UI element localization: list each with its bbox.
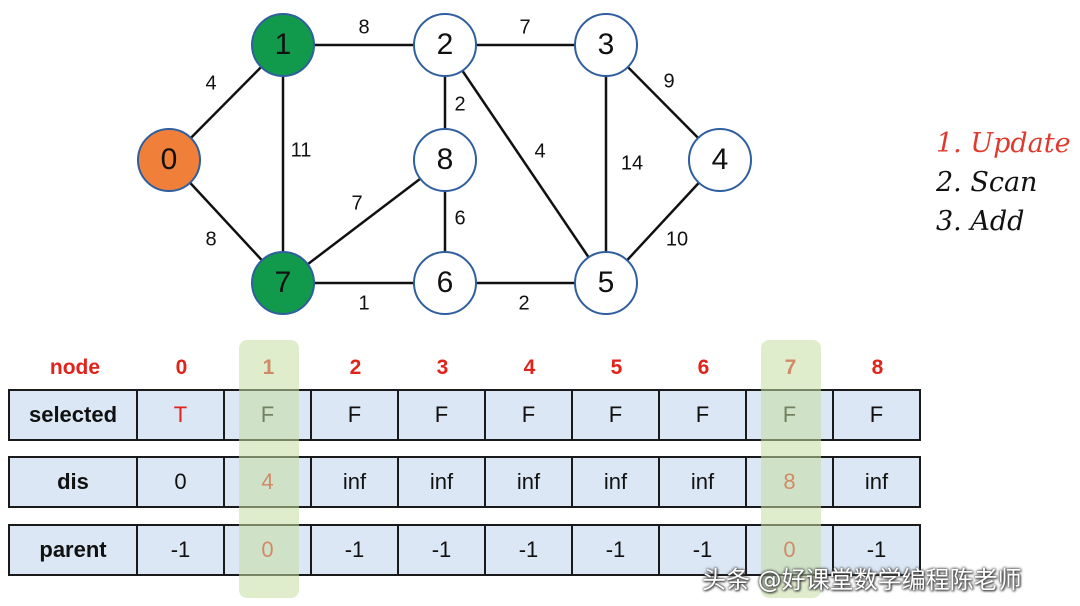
node-label-6: 6	[437, 266, 454, 299]
cell-selected-8: F	[832, 389, 921, 441]
cell-dis-2: inf	[310, 456, 399, 508]
node-label-1: 1	[275, 28, 292, 61]
edge-weight-2-5: 4	[534, 140, 545, 162]
node-circle-3	[574, 13, 638, 77]
node-label-7: 7	[275, 266, 292, 299]
header-node-3: 3	[436, 356, 449, 379]
graph-node-6: 6	[413, 251, 477, 315]
header-node-6: 6	[697, 356, 710, 379]
edge-weight-6-8: 6	[454, 207, 465, 229]
edge-weight-1-7: 11	[291, 139, 312, 161]
cell-parent-2: -1	[310, 524, 399, 576]
highlight-column-1	[238, 340, 299, 598]
graph-node-4: 4	[688, 128, 752, 192]
node-label-3: 3	[598, 28, 615, 61]
node-circle-2	[413, 13, 477, 77]
node-label-5: 5	[598, 266, 615, 299]
header-node-0: 0	[175, 356, 188, 379]
graph-node-7: 7	[251, 251, 315, 315]
cell-parent-6: -1	[658, 524, 747, 576]
graph-node-1: 1	[251, 13, 315, 77]
header-node-8: 8	[871, 356, 884, 379]
header-node-2: 2	[349, 356, 362, 379]
cell-selected-4: F	[484, 389, 573, 441]
cell-dis-0: 0	[136, 456, 225, 508]
cell-dis-8: inf	[832, 456, 921, 508]
cell-parent-4: -1	[484, 524, 573, 576]
cell-dis-3: inf	[397, 456, 486, 508]
cell-parent-5: -1	[571, 524, 660, 576]
highlight-column-7	[760, 340, 821, 598]
cell-parent-0: -1	[136, 524, 225, 576]
node-circle-5	[574, 251, 638, 315]
cell-dis-6: inf	[658, 456, 747, 508]
header-node-4: 4	[523, 356, 536, 379]
edge-weight-3-4: 9	[663, 70, 674, 92]
row-label-parent: parent	[8, 524, 138, 576]
row-label-dis: dis	[8, 456, 138, 508]
edge-weight-2-8: 2	[454, 93, 465, 115]
edge-weight-6-7: 1	[358, 292, 369, 314]
node-label-0: 0	[161, 143, 178, 176]
node-label-2: 2	[437, 28, 454, 61]
graph-node-3: 3	[574, 13, 638, 77]
edge-weight-7-8: 7	[351, 192, 362, 214]
cell-dis-4: inf	[484, 456, 573, 508]
graph-node-5: 5	[574, 251, 638, 315]
node-circle-8	[413, 128, 477, 192]
node-label-8: 8	[437, 143, 454, 176]
node-label-4: 4	[712, 143, 729, 176]
graph-node-2: 2	[413, 13, 477, 77]
cell-parent-3: -1	[397, 524, 486, 576]
step-add: 3. Add	[936, 206, 1025, 237]
node-circle-1	[251, 13, 315, 77]
edge-weight-0-7: 8	[205, 228, 216, 250]
edge-weight-1-2: 8	[358, 16, 369, 38]
row-label-selected: selected	[8, 389, 138, 441]
header-node-5: 5	[610, 356, 623, 379]
graph-diagram: 4 8 8 11 7 2 4 9 14 10 2 1 6 7 0 1 2 3 4 5 6 7 8	[137, 13, 752, 315]
step-update: 1. Update	[936, 128, 1071, 159]
edge-weight-5-6: 2	[518, 292, 529, 314]
node-circle-0	[137, 128, 201, 192]
cell-dis-5: inf	[571, 456, 660, 508]
edge-weight-0-1: 4	[205, 72, 216, 94]
step-list: 1. Update 2. Scan 3. Add	[936, 124, 1071, 241]
edge-weight-2-3: 7	[519, 16, 530, 38]
graph-node-8: 8	[413, 128, 477, 192]
header-label: node	[49, 356, 101, 379]
node-circle-6	[413, 251, 477, 315]
cell-selected-5: F	[571, 389, 660, 441]
cell-selected-2: F	[310, 389, 399, 441]
cell-parent-8: -1	[832, 524, 921, 576]
edge-weight-4-5: 10	[666, 228, 688, 250]
node-circle-4	[688, 128, 752, 192]
step-scan: 2. Scan	[936, 167, 1038, 198]
cell-selected-6: F	[658, 389, 747, 441]
watermark: 头条 @好课堂数学编程陈老师	[702, 566, 1022, 594]
cell-selected-3: F	[397, 389, 486, 441]
edge-2-5	[443, 44, 608, 284]
graph-node-0: 0	[137, 128, 201, 192]
edge-weight-3-5: 14	[621, 152, 643, 174]
node-circle-7	[251, 251, 315, 315]
edge-7-8	[282, 159, 446, 284]
cell-selected-0: T	[136, 389, 225, 441]
